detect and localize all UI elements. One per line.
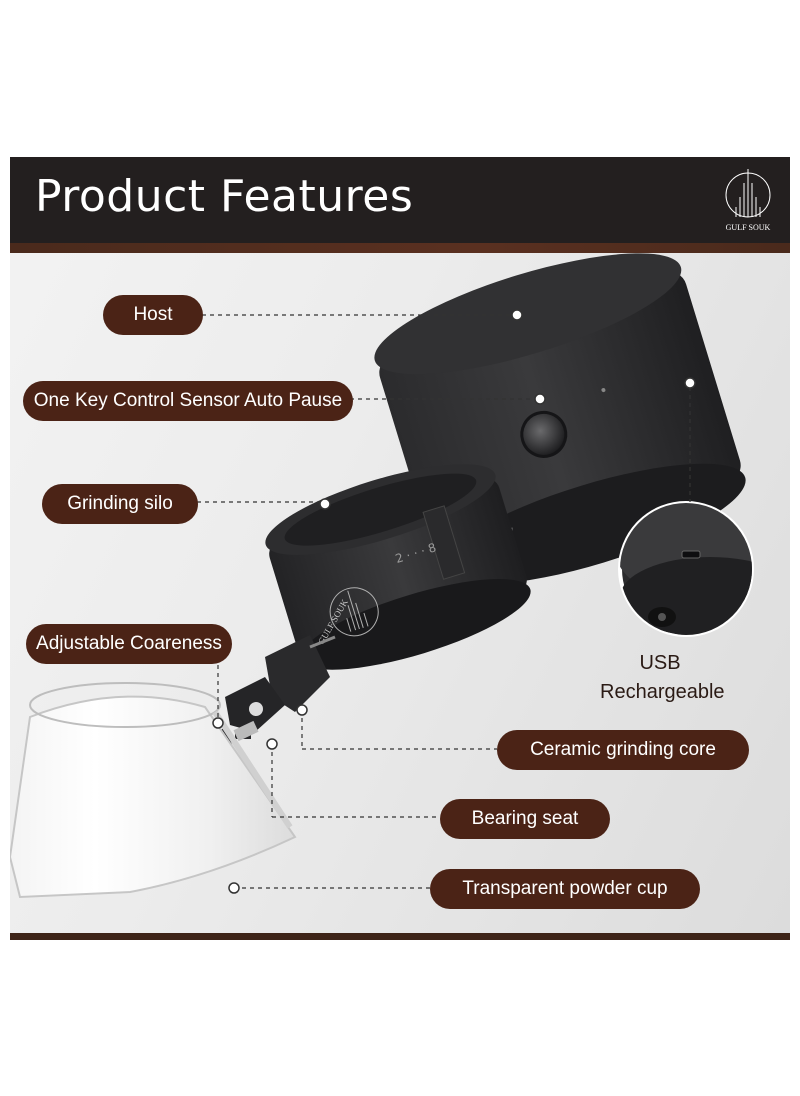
powder-cup <box>10 682 297 899</box>
product-illustration: 7 2 · · · 8 GULF SOUK <box>10 253 754 899</box>
label-host: Host <box>103 295 203 335</box>
brand-logo-icon <box>725 169 771 218</box>
label-one-key-control: One Key Control Sensor Auto Pause <box>23 381 353 421</box>
feature-panel: 7 2 · · · 8 GULF SOUK <box>10 157 790 940</box>
grinding-silo: 2 · · · 8 <box>265 464 531 670</box>
usb-label-line2: Rechargeable <box>600 681 725 703</box>
page-title: Product Features <box>35 171 414 222</box>
bottom-accent-band <box>10 933 790 940</box>
power-button-icon <box>520 410 568 458</box>
usb-detail <box>618 501 754 637</box>
leader-dots <box>212 309 696 894</box>
leader-lines <box>197 314 691 889</box>
ceramic-core <box>265 635 336 712</box>
header-accent-band <box>10 243 790 253</box>
label-powder-cup: Transparent powder cup <box>430 869 700 909</box>
label-grinding-silo: Grinding silo <box>42 484 198 524</box>
label-bearing-seat: Bearing seat <box>440 799 610 839</box>
header-bar: Product Features GULF SOUK <box>10 157 790 243</box>
label-ceramic-core: Ceramic grinding core <box>497 730 749 770</box>
usb-rechargeable-label: USB Rechargeable <box>600 649 725 707</box>
usb-label-line1: USB <box>639 652 681 674</box>
label-adjustable-coareness: Adjustable Coareness <box>26 624 232 664</box>
brand-name: GULF SOUK <box>725 223 771 232</box>
